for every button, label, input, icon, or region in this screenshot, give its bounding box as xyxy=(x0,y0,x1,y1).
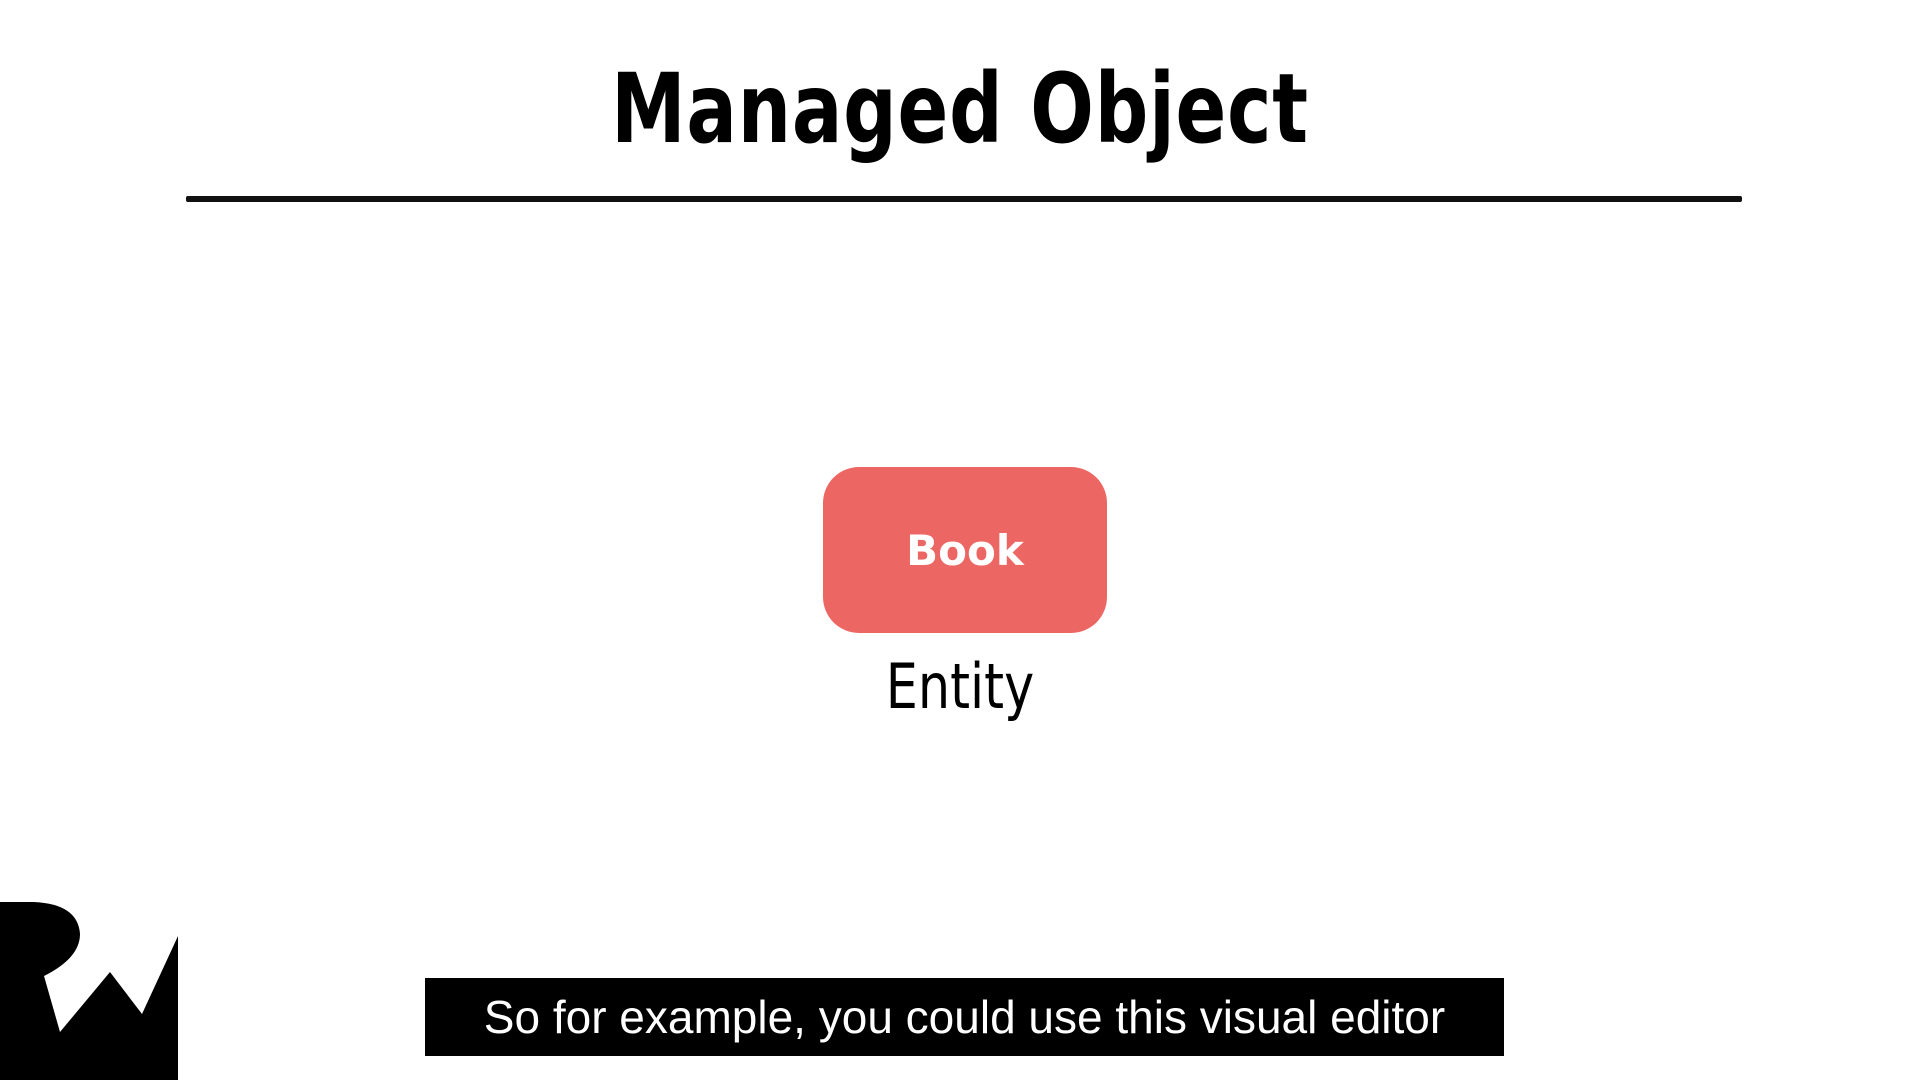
entity-caption: Entity xyxy=(885,650,1035,723)
entity-book-box[interactable]: Book xyxy=(823,467,1107,633)
subtitle-text: So for example, you could use this visua… xyxy=(483,991,1446,1043)
entity-name-label: Book xyxy=(906,525,1024,575)
title-divider xyxy=(186,196,1742,202)
rw-logo-icon xyxy=(0,902,178,1080)
slide-title: Managed Object xyxy=(611,53,1309,165)
caption-subtitle: So for example, you could use this visua… xyxy=(425,978,1504,1056)
